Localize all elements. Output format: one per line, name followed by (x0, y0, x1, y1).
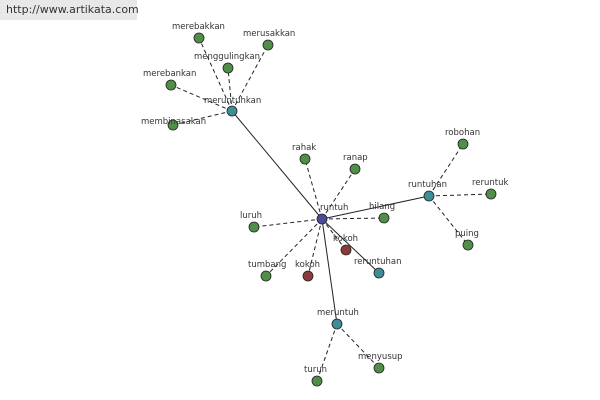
node-reruntuhan[interactable]: reruntuhan (354, 257, 402, 279)
node-label[interactable]: robohan (445, 128, 480, 138)
node-meruntuh[interactable]: meruntuh (317, 308, 359, 330)
node-marker[interactable] (165, 79, 177, 91)
node-merebankan[interactable]: merebankan (143, 69, 196, 91)
node-marker[interactable] (248, 221, 260, 233)
node-marker[interactable] (331, 318, 343, 330)
node-hilang[interactable]: hilang (369, 202, 395, 224)
node-label[interactable]: reruntuhan (354, 257, 402, 267)
node-merusakkan[interactable]: merusakkan (243, 29, 295, 51)
node-label[interactable]: luruh (240, 211, 262, 221)
node-label[interactable]: meruntuh (317, 308, 359, 318)
node-label[interactable]: turun (304, 365, 327, 375)
edge-runtuh-ranap (321, 168, 356, 220)
node-label[interactable]: meruntuhkan (204, 96, 261, 106)
edge-runtuhan-robohan (428, 143, 464, 197)
node-label[interactable]: reruntuk (472, 178, 509, 188)
edge-runtuhan-puing (428, 195, 469, 246)
node-label[interactable]: runtuh (320, 203, 348, 213)
node-label[interactable]: hilang (369, 202, 395, 212)
node-menggulingkan[interactable]: menggulingkan (194, 52, 260, 74)
edges-layer (170, 37, 492, 382)
node-marker[interactable] (222, 62, 234, 74)
nodes-layer: runtuh meruntuhkan runtuhan meruntuh reruntu… (141, 22, 509, 387)
edge-meruntuhkan-merebakkan (198, 37, 233, 112)
node-label[interactable]: menyusup (358, 352, 403, 362)
node-luruh[interactable]: luruh (240, 211, 262, 233)
node-label[interactable]: menggulingkan (194, 52, 260, 62)
node-label[interactable]: rahak (292, 143, 316, 153)
node-marker[interactable] (423, 190, 435, 202)
edge-meruntuh-menyusup (336, 323, 380, 369)
edge-runtuhan-reruntuk (428, 193, 492, 197)
site-url-label[interactable]: http://www.artikata.com (0, 0, 139, 20)
node-marker[interactable] (457, 138, 469, 150)
node-turun[interactable]: turun (304, 365, 327, 387)
node-label[interactable]: kokoh (333, 234, 358, 244)
edge-runtuh-rahak (304, 158, 323, 220)
node-marker[interactable] (260, 270, 272, 282)
edge-runtuh-luruh (253, 218, 323, 228)
edge-runtuh-meruntuh (321, 218, 338, 325)
edge-runtuh-hilang (321, 217, 385, 220)
node-label[interactable]: puing (455, 229, 479, 239)
node-merebakkan[interactable]: merebakkan (172, 22, 225, 44)
edge-meruntuhkan-menggulingkan (227, 67, 233, 112)
node-tumbang[interactable]: tumbang (248, 260, 286, 282)
edge-runtuh-tumbang (265, 218, 323, 277)
edge-runtuh-reruntuhan (321, 218, 380, 274)
node-label[interactable]: tumbang (248, 260, 286, 270)
node-label[interactable]: membinasakan (141, 117, 206, 127)
node-label[interactable]: merebankan (143, 69, 196, 79)
node-puing[interactable]: puing (455, 229, 479, 251)
edge-runtuh-meruntuhkan (231, 110, 323, 220)
node-marker[interactable] (462, 239, 474, 251)
node-marker[interactable] (373, 267, 385, 279)
edge-runtuh-kokoh2 (307, 218, 323, 277)
node-marker[interactable] (311, 375, 323, 387)
node-marker[interactable] (378, 212, 390, 224)
edge-meruntuh-turun (316, 323, 338, 382)
edge-meruntuhkan-merusakkan (231, 44, 269, 112)
node-marker[interactable] (226, 105, 238, 117)
node-kokoh2[interactable]: kokoh (295, 260, 320, 282)
node-reruntuk[interactable]: reruntuk (472, 178, 509, 200)
node-runtuhan[interactable]: runtuhan (408, 180, 447, 202)
node-marker[interactable] (262, 39, 274, 51)
node-marker[interactable] (373, 362, 385, 374)
node-ranap[interactable]: ranap (343, 153, 368, 175)
node-marker[interactable] (167, 119, 179, 131)
node-marker[interactable] (299, 153, 311, 165)
edge-runtuh-runtuhan (321, 195, 430, 220)
node-marker[interactable] (485, 188, 497, 200)
node-label[interactable]: merebakkan (172, 22, 225, 32)
node-marker[interactable] (193, 32, 205, 44)
node-robohan[interactable]: robohan (445, 128, 480, 150)
node-kokoh1[interactable]: kokoh (333, 234, 358, 256)
node-label[interactable]: ranap (343, 153, 368, 163)
node-label[interactable]: merusakkan (243, 29, 295, 39)
edge-meruntuhkan-membinasakan (172, 110, 233, 126)
node-membinasakan[interactable]: membinasakan (141, 117, 206, 131)
node-runtuh[interactable]: runtuh (316, 203, 348, 225)
node-marker[interactable] (349, 163, 361, 175)
node-rahak[interactable]: rahak (292, 143, 316, 165)
node-menyusup[interactable]: menyusup (358, 352, 403, 374)
node-marker[interactable] (340, 244, 352, 256)
node-meruntuhkan[interactable]: meruntuhkan (204, 96, 261, 117)
node-marker[interactable] (316, 213, 328, 225)
node-label[interactable]: kokoh (295, 260, 320, 270)
node-label[interactable]: runtuhan (408, 180, 447, 190)
node-marker[interactable] (302, 270, 314, 282)
